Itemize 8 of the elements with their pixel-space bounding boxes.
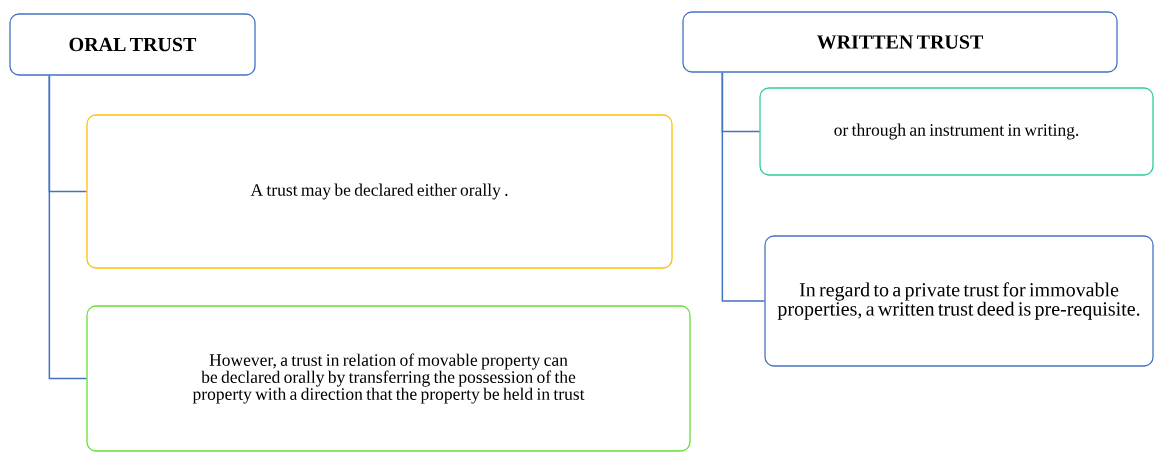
text-box: A trust may be declared either orally . (86, 114, 673, 269)
connector-line (721, 71, 766, 302)
heading-box: ORAL TRUST (9, 13, 256, 76)
connector-line (48, 74, 88, 380)
heading-box: WRITTEN TRUST (682, 11, 1118, 73)
text-box: or through an instrument in writing. (759, 87, 1154, 176)
text-box: In regard to a private trust for immovable properties, a written trust deed is pre-requisite. (764, 235, 1154, 367)
text-box: However, a trust in relation of movable property can be declared orally by transferring the possession of the property with a direction that the property be held in trust (86, 305, 691, 452)
